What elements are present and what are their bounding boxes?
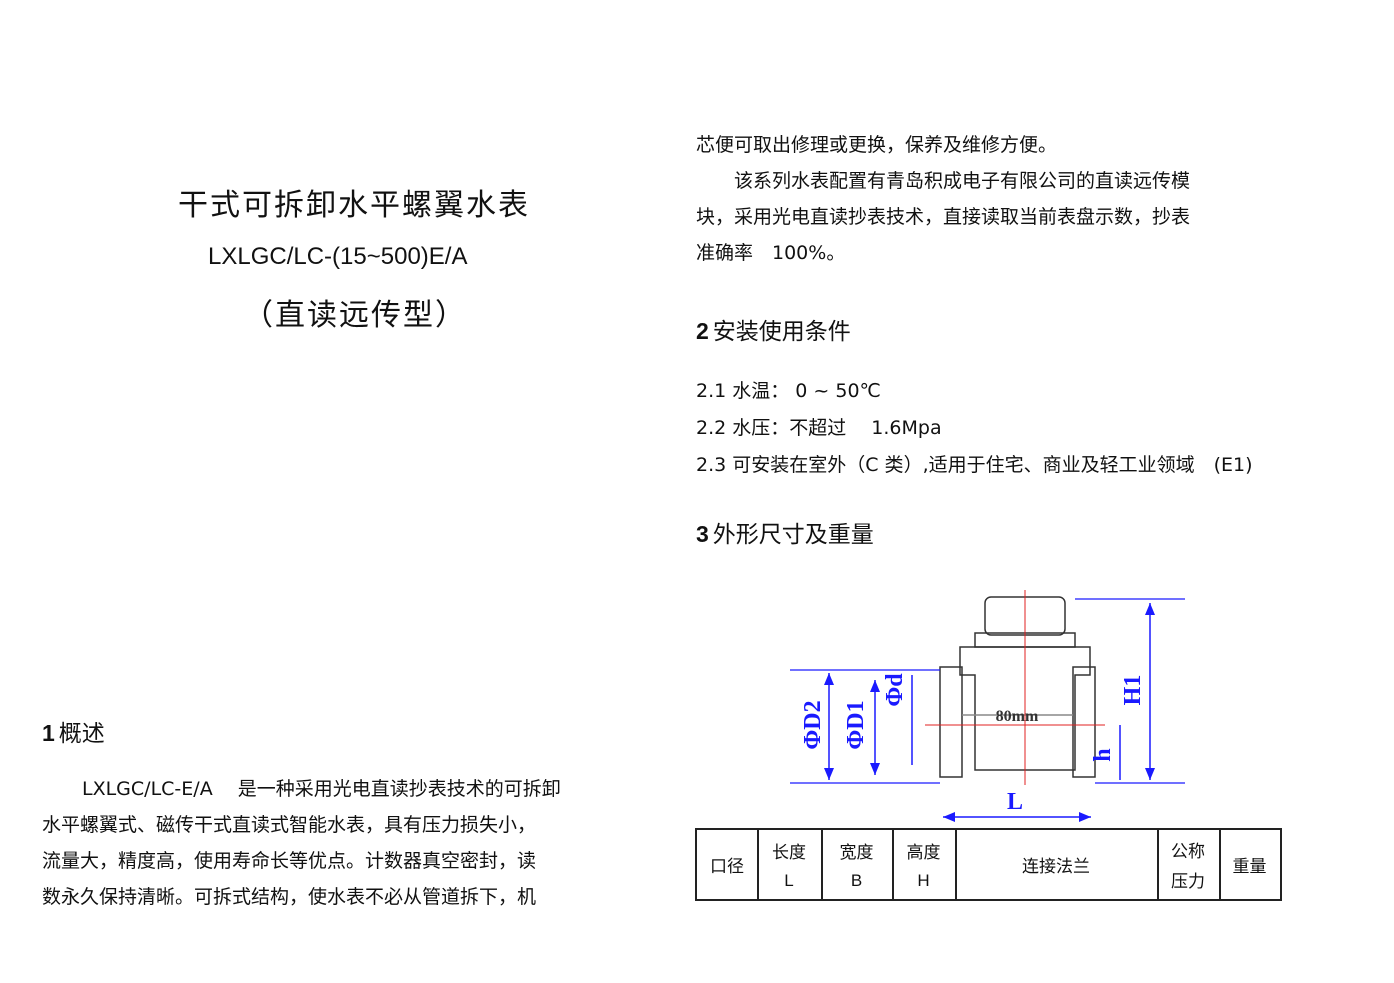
label-l: L bbox=[1007, 789, 1023, 815]
meter-dimension-diagram: ΦD2 ΦD1 Φd H1 h L 80mm bbox=[790, 590, 1185, 822]
label-d: Φd bbox=[882, 673, 908, 707]
column-divider bbox=[955, 830, 957, 899]
product-model: LXLGC/LC-(15~500)E/A bbox=[208, 243, 468, 270]
label-d2: ΦD2 bbox=[800, 700, 826, 749]
continuation-line: 芯便可取出修理或更换，保养及维修方便。 bbox=[696, 134, 1058, 156]
header-length: 长度 L bbox=[757, 830, 821, 899]
arrow-down bbox=[1145, 768, 1155, 780]
installation-conditions: 2.1 水温： 0 ~ 50℃ 2.2 水压：不超过 1.6Mpa 2.3 可安… bbox=[696, 373, 1253, 484]
continuation-line: 准确率 100%。 bbox=[696, 242, 846, 264]
label-dial: 80mm bbox=[996, 708, 1039, 725]
column-divider bbox=[892, 830, 894, 899]
dimension-lines bbox=[790, 590, 1185, 818]
section-1-title: 概述 bbox=[58, 721, 105, 747]
product-subtitle: （直读远传型） bbox=[243, 298, 467, 333]
label-h: h bbox=[1090, 748, 1116, 761]
product-title: 干式可拆卸水平螺翼水表 bbox=[178, 188, 530, 223]
header-length-label: 长度 bbox=[772, 843, 806, 863]
label-d1: ΦD1 bbox=[843, 700, 869, 749]
arrow-right bbox=[1079, 812, 1091, 822]
overview-continuation: 芯便可取出修理或更换，保养及维修方便。 该系列水表配置有青岛积成电子有限公司的直… bbox=[696, 127, 1190, 271]
spec-table-header: 口径 长度 L 宽度 B 高度 H 连接法兰 公称 压力 重量 bbox=[695, 828, 1282, 901]
header-width: 宽度 B bbox=[821, 830, 892, 899]
section-1-body: LXLGC/LC-E/A 是一种采用光电直读抄表技术的可拆卸 水平螺翼式、磁传干… bbox=[42, 771, 561, 915]
section-2-title: 安装使用条件 bbox=[712, 319, 851, 345]
condition-item: 2.1 水温： 0 ~ 50℃ bbox=[696, 380, 881, 402]
arrow-down bbox=[824, 768, 834, 780]
dimension-arrows bbox=[824, 603, 1155, 822]
header-height-label: 高度 bbox=[906, 843, 941, 863]
arrow-up bbox=[1145, 603, 1155, 615]
arrow-up bbox=[870, 680, 880, 692]
continuation-line: 块，采用光电直读抄表技术，直接读取当前表盘示数，抄表 bbox=[696, 206, 1191, 228]
header-caliber: 口径 bbox=[710, 857, 744, 877]
arrow-up bbox=[824, 673, 834, 685]
meter-body bbox=[959, 646, 1091, 771]
arrow-down bbox=[870, 763, 880, 775]
condition-item: 2.3 可安装在室外（C 类）,适用于住宅、商业及轻工业领域 (E1) bbox=[696, 454, 1253, 476]
section-1-line: LXLGC/LC-E/A 是一种采用光电直读抄表技术的可拆卸 bbox=[82, 778, 561, 800]
column-divider bbox=[757, 830, 759, 899]
header-pressure-top: 公称 bbox=[1171, 841, 1205, 862]
header-height-symbol: H bbox=[917, 871, 930, 890]
header-width-symbol: B bbox=[850, 871, 863, 890]
column-divider bbox=[1157, 830, 1159, 899]
header-flange: 连接法兰 bbox=[1022, 857, 1090, 877]
column-divider bbox=[821, 830, 823, 899]
arrow-left bbox=[943, 812, 955, 822]
continuation-line: 该系列水表配置有青岛积成电子有限公司的直读远传模 bbox=[696, 170, 1191, 192]
section-3-number: 3 bbox=[696, 521, 709, 547]
header-width-label: 宽度 bbox=[839, 843, 874, 863]
section-1-number: 1 bbox=[42, 720, 55, 746]
label-h1: H1 bbox=[1120, 675, 1146, 706]
meter-inlet-flange bbox=[939, 666, 963, 778]
header-weight: 重量 bbox=[1232, 857, 1267, 877]
header-length-symbol: L bbox=[784, 871, 794, 890]
section-1-line: 水平螺翼式、磁传干式直读式智能水表，具有压力损失小， bbox=[42, 814, 537, 836]
meter-body-outline bbox=[939, 596, 1096, 778]
section-1-line: 数永久保持清晰。可拆式结构，使水表不必从管道拆下，机 bbox=[42, 886, 537, 908]
meter-outlet-flange bbox=[1072, 666, 1096, 778]
header-pressure-bottom: 压力 bbox=[1171, 872, 1205, 893]
section-2-number: 2 bbox=[696, 318, 709, 344]
section-3-title: 外形尺寸及重量 bbox=[712, 522, 874, 548]
header-pressure: 公称 压力 bbox=[1157, 830, 1219, 899]
header-height: 高度 H bbox=[892, 830, 955, 899]
column-divider bbox=[1219, 830, 1221, 899]
dimension-labels: ΦD2 ΦD1 Φd H1 h L 80mm bbox=[800, 673, 1146, 815]
condition-item: 2.2 水压：不超过 1.6Mpa bbox=[696, 417, 942, 439]
section-1-line: 流量大，精度高，使用寿命长等优点。计数器真空密封，读 bbox=[42, 850, 537, 872]
